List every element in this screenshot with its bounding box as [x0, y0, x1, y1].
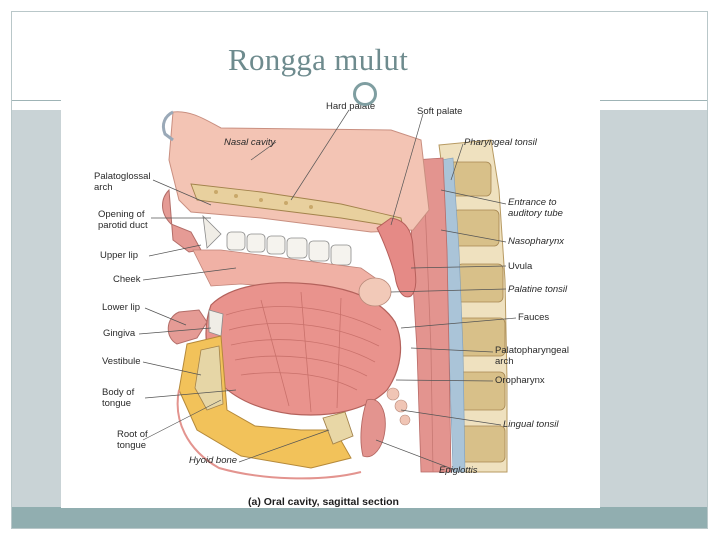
footer-bar — [12, 507, 707, 528]
label-palatine-tonsil: Palatine tonsil — [508, 284, 568, 295]
label-soft-palate: Soft palate — [417, 106, 463, 117]
label-fauces: Fauces — [518, 312, 550, 323]
label-nasopharynx: Nasopharynx — [508, 236, 564, 247]
figure-caption: (a) Oral cavity, sagittal section — [248, 496, 399, 508]
anatomy-figure: Hard palate Soft palate Nasal cavity Pha… — [61, 100, 600, 508]
oral-cavity-illustration — [138, 109, 517, 480]
label-hard-palate: Hard palate — [326, 101, 376, 112]
label-oropharynx: Oropharynx — [495, 375, 545, 386]
label-pharyngeal-tonsil: Pharyngeal tonsil — [464, 137, 537, 148]
label-vestibule: Vestibule — [102, 356, 141, 367]
label-nasal-cavity: Nasal cavity — [224, 137, 276, 148]
label-lower-lip: Lower lip — [102, 302, 141, 313]
label-epiglottis: Epiglottis — [439, 465, 478, 476]
label-upper-lip: Upper lip — [100, 250, 139, 261]
slide-title: Rongga mulut — [228, 42, 409, 77]
label-gingiva: Gingiva — [103, 328, 136, 339]
label-uvula: Uvula — [508, 261, 533, 272]
label-cheek: Cheek — [113, 274, 141, 285]
label-hyoid-bone: Hyoid bone — [189, 455, 238, 466]
label-lingual-tonsil: Lingual tonsil — [503, 419, 559, 430]
title-ring-ornament — [353, 82, 377, 106]
slide-frame — [11, 11, 708, 529]
